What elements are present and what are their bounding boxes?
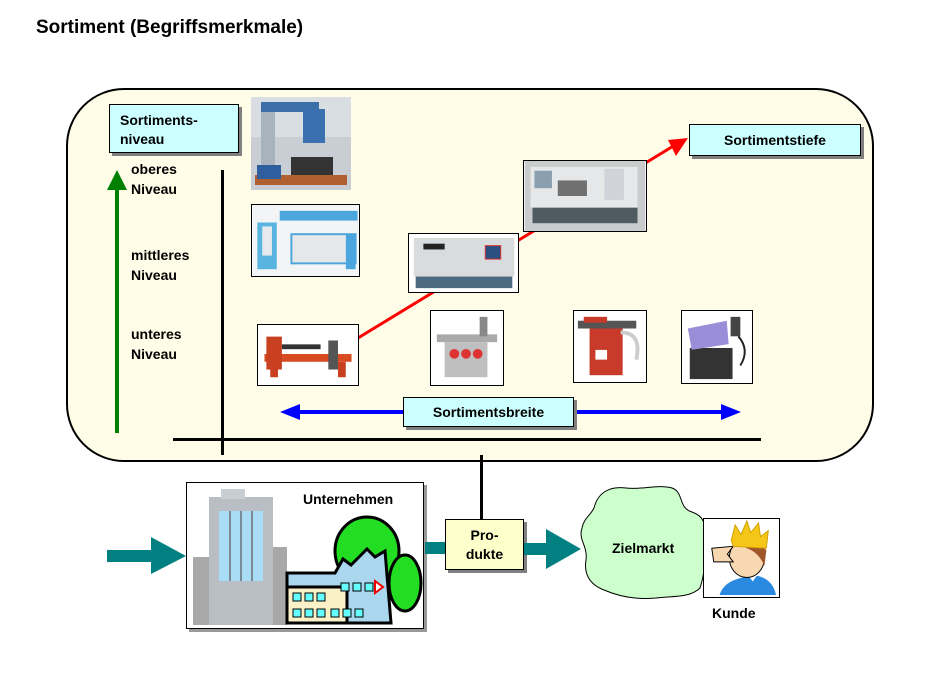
level-lower-line1: unteres xyxy=(131,326,182,342)
target-market-cloud xyxy=(580,486,707,599)
vertical-axis xyxy=(221,170,224,455)
input-arrow xyxy=(107,537,186,574)
connector-line xyxy=(480,455,483,519)
image-planer-thicknesser xyxy=(573,310,647,383)
level-upper-line1: oberes xyxy=(131,161,177,177)
level-middle: mittleres Niveau xyxy=(131,245,189,285)
products-to-market-arrow xyxy=(524,529,581,569)
laser-cutter-icon xyxy=(252,205,359,276)
market-label: Zielmarkt xyxy=(612,540,675,556)
level-lower-line2: Niveau xyxy=(131,346,177,362)
depth-label: Sortimentstiefe xyxy=(689,124,861,156)
image-wood-lathe xyxy=(257,324,359,386)
image-laser-cutter xyxy=(251,204,360,277)
level-upper: oberes Niveau xyxy=(131,159,177,199)
page-title: Sortiment (Begriffsmerkmale) xyxy=(36,17,304,38)
image-radial-drill xyxy=(251,97,351,190)
spindle-moulder-icon xyxy=(431,311,503,385)
customer-label: Kunde xyxy=(712,605,756,621)
company-building-icon xyxy=(193,489,423,625)
cnc-lathe-large-icon xyxy=(524,161,646,231)
niveau-label: Sortiments- niveau xyxy=(109,104,239,153)
image-cnc-lathe-small xyxy=(408,233,519,293)
products-line2: dukte xyxy=(465,546,504,562)
level-arrow xyxy=(107,170,127,433)
depth-arrow-head xyxy=(668,138,688,156)
level-upper-line2: Niveau xyxy=(131,181,177,197)
level-middle-line1: mittleres xyxy=(131,247,190,263)
company-label: Unternehmen xyxy=(303,491,394,507)
level-lower: unteres Niveau xyxy=(131,324,182,364)
band-saw-icon xyxy=(682,311,752,383)
image-cnc-lathe-large xyxy=(523,160,647,232)
niveau-label-line2: niveau xyxy=(120,131,165,147)
products-box: Pro- dukte xyxy=(445,519,524,570)
products-line1: Pro- xyxy=(470,527,499,543)
cnc-lathe-small-icon xyxy=(409,234,518,292)
width-arrow-head-right xyxy=(721,404,741,420)
width-label: Sortimentsbreite xyxy=(403,397,574,427)
width-arrow-head-left xyxy=(280,404,300,420)
company-box: Unternehmen xyxy=(186,482,424,629)
wood-lathe-icon xyxy=(258,325,358,385)
image-band-saw xyxy=(681,310,753,384)
customer-image xyxy=(703,518,780,598)
niveau-label-line1: Sortiments- xyxy=(120,112,198,128)
planer-thicknesser-icon xyxy=(574,311,646,382)
level-arrow-shaft xyxy=(115,188,119,433)
horizontal-axis xyxy=(173,438,761,441)
level-middle-line2: Niveau xyxy=(131,267,177,283)
level-arrow-head xyxy=(107,170,127,190)
radial-drill-icon xyxy=(251,97,351,185)
customer-king-icon xyxy=(704,519,779,597)
image-spindle-moulder xyxy=(430,310,504,386)
company-to-products-arrow xyxy=(425,542,447,554)
